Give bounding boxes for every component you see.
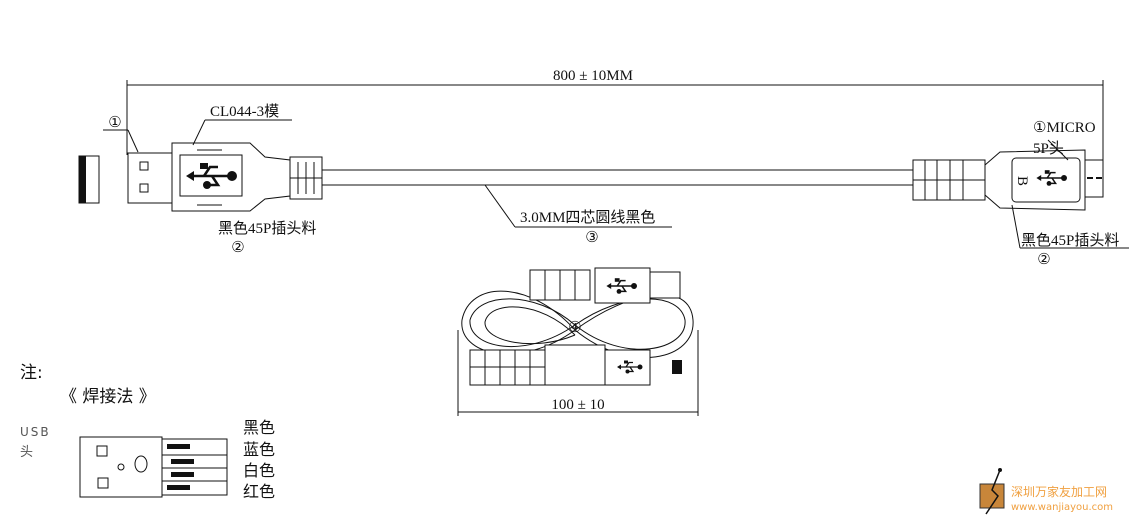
method-title: 《 焊接法 》: [60, 387, 156, 407]
notes-title: 注:: [20, 363, 43, 383]
callout-2-left: ②: [231, 240, 244, 256]
left-material-label: 黑色45P插头料: [218, 220, 316, 237]
right-material-label: 黑色45P插头料: [1021, 232, 1119, 249]
cable-spec-label: 3.0MM四芯圆线黑色: [520, 209, 655, 226]
overall-dimension: 800 ± 10MM: [126, 68, 1104, 160]
wire-blue: 蓝色: [243, 440, 275, 459]
mold-label: CL044-3模: [210, 103, 279, 120]
pin-b-mark: B: [1014, 176, 1030, 186]
coiled-cable-view: ④ 100 ± 10: [457, 267, 699, 416]
wire-red: 红色: [243, 482, 275, 501]
micro-usb-connector: B ①MICRO 5P头 黑色45P插头料 ②: [912, 120, 1129, 268]
watermark-site: www.wanjiayou.com: [1011, 502, 1113, 513]
micro-label: ①MICRO: [1033, 120, 1096, 136]
callout-4: ④: [568, 320, 581, 336]
watermark-logo: 深圳万家友加工网 www.wanjiayou.com: [979, 468, 1113, 515]
micro-5p-label: 5P头: [1033, 140, 1064, 157]
usb-a-connector: ① CL044-3模 黑色45P插头料 ②: [78, 103, 323, 256]
callout-1-left: ①: [108, 115, 121, 131]
cable: 3.0MM四芯圆线黑色 ③: [322, 169, 915, 246]
overall-length-label: 800 ± 10MM: [553, 68, 633, 84]
callout-2-right: ②: [1037, 252, 1050, 268]
wire-white: 白色: [243, 461, 275, 480]
usb-head-label: 头: [20, 445, 33, 460]
soldering-notes: 注: 《 焊接法 》 USB 头 黑色 蓝色 白色 红色: [20, 363, 275, 501]
usb-label: USB: [20, 425, 51, 439]
callout-3: ③: [585, 230, 598, 246]
wire-black: 黑色: [243, 418, 275, 437]
watermark-name: 深圳万家友加工网: [1011, 484, 1107, 499]
coil-length-label: 100 ± 10: [551, 397, 604, 413]
